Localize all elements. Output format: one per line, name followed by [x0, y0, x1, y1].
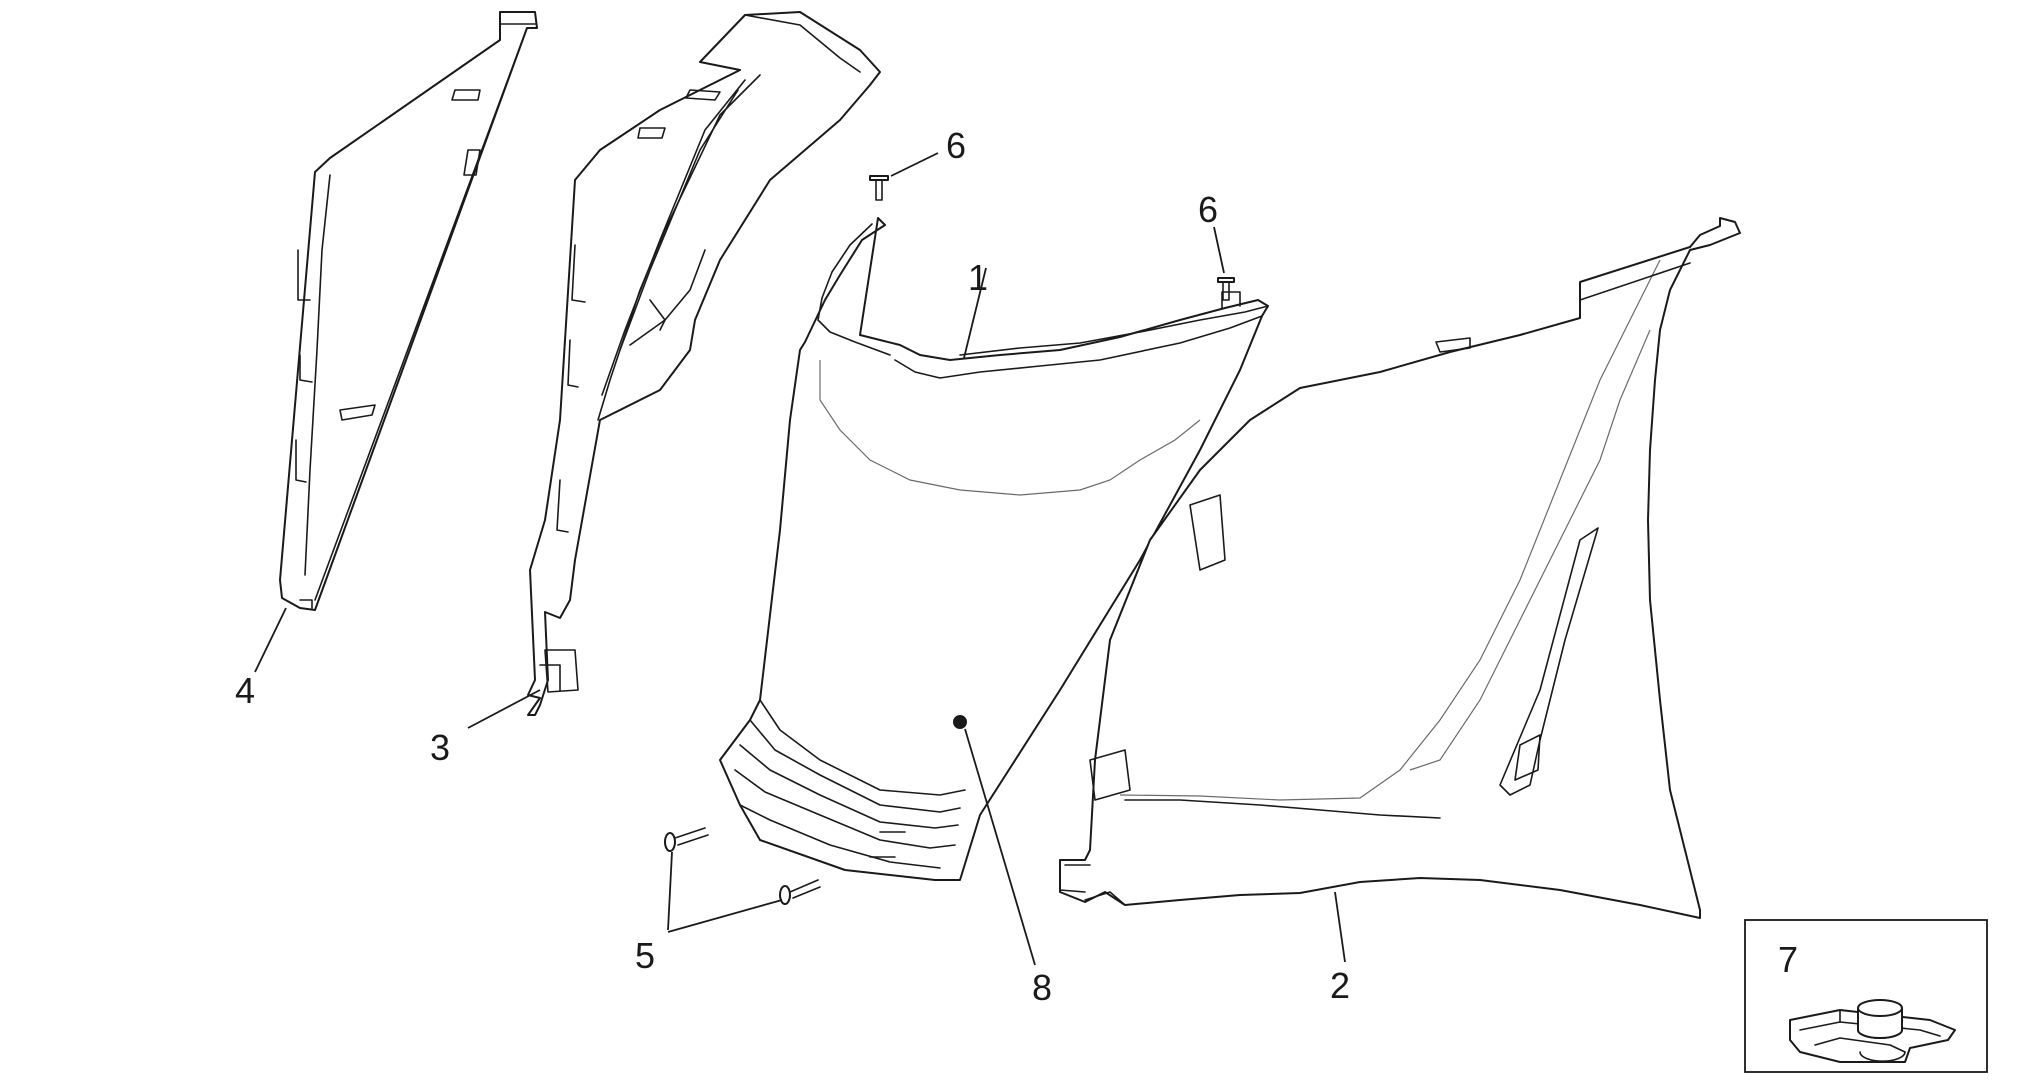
screw-5-upper[interactable]: [664, 827, 709, 852]
screw-5-lower[interactable]: [779, 879, 821, 905]
callout-1: 1: [968, 257, 988, 298]
callout-3: 3: [430, 727, 450, 768]
leader-8: [964, 728, 1036, 966]
part-6-screw-right[interactable]: [1217, 277, 1235, 301]
part-7-inset[interactable]: 7: [1744, 919, 1988, 1073]
callout-5: 5: [635, 935, 655, 976]
part-2-side-panel[interactable]: [1059, 217, 1741, 919]
callout-4: 4: [235, 670, 255, 711]
leader-5b: [667, 899, 783, 933]
part-8-marker-dot: [953, 715, 967, 729]
callout-6-left: 6: [946, 125, 966, 166]
leader-6a: [890, 152, 939, 177]
part-1-center-leg-shield[interactable]: [719, 217, 1269, 881]
callout-6-right: 6: [1198, 189, 1218, 230]
callout-7: 7: [1778, 939, 1798, 980]
leader-3: [467, 689, 541, 729]
leader-4: [254, 607, 287, 673]
leader-lines: [254, 152, 1346, 966]
leader-5a: [667, 851, 673, 931]
callout-2: 2: [1330, 965, 1350, 1006]
leader-1: [963, 267, 987, 359]
part-4-inner-strip-panel[interactable]: [279, 11, 538, 611]
leader-6b: [1213, 226, 1225, 274]
clip-nut-icon: [1789, 999, 1956, 1063]
part-5-screws[interactable]: [664, 827, 821, 905]
part-3-leg-shield-frame[interactable]: [527, 11, 881, 716]
leader-2: [1334, 891, 1346, 963]
callout-8: 8: [1032, 967, 1052, 1008]
part-6-screw-left[interactable]: [869, 175, 889, 201]
